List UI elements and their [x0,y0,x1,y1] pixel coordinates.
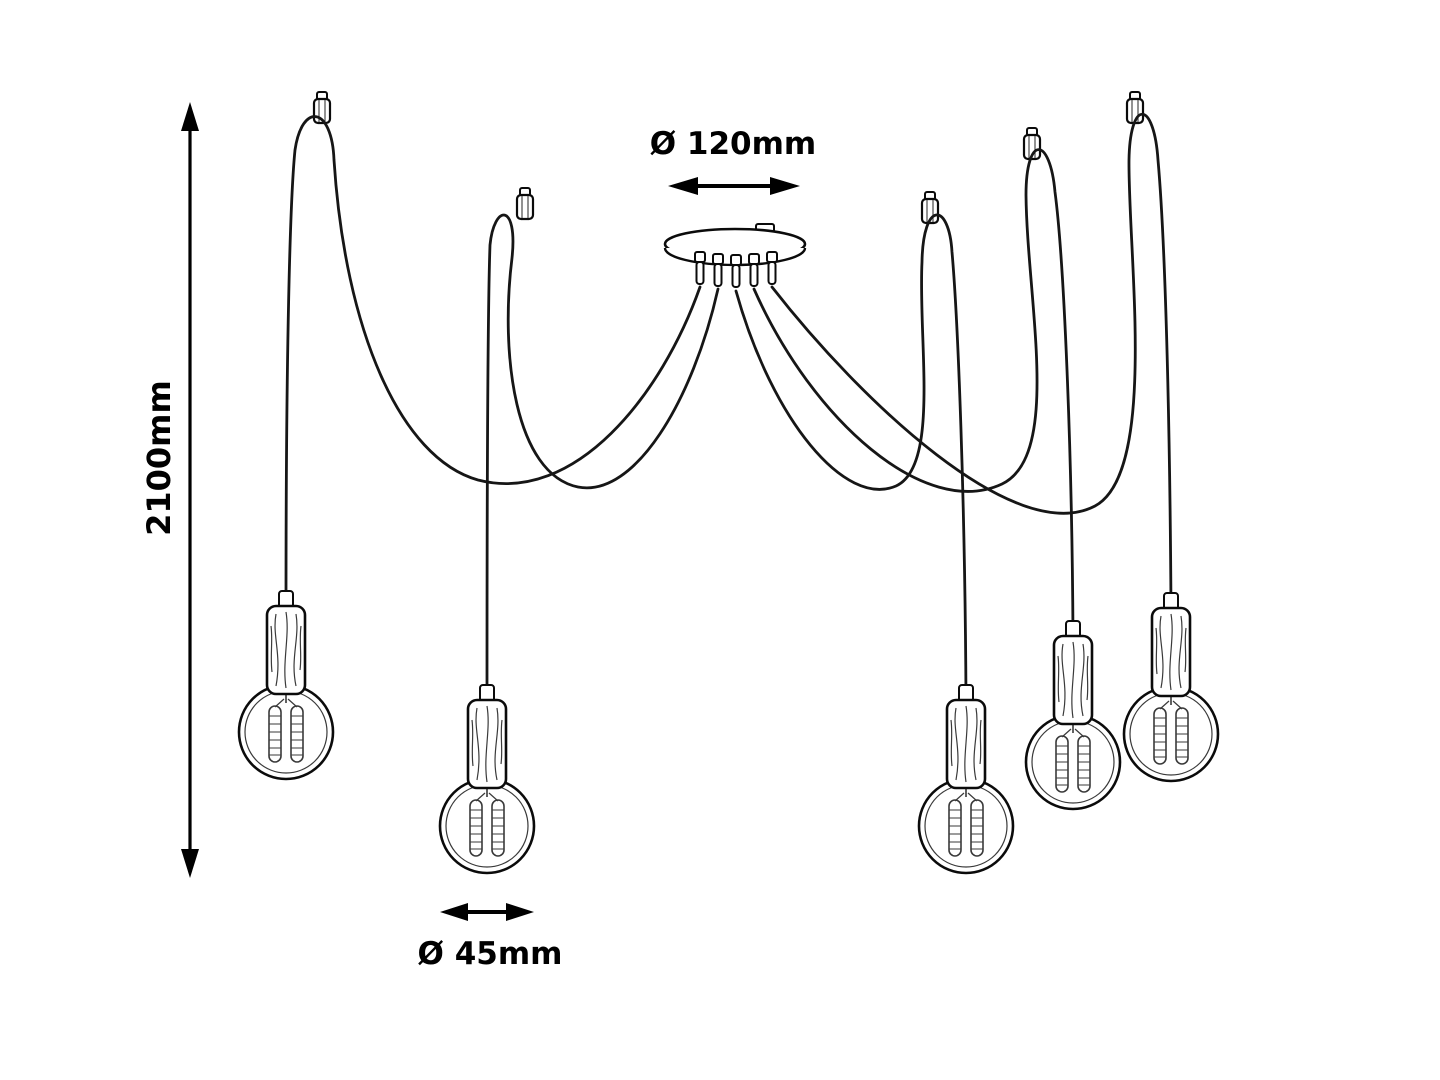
canopy-arrowhead-right [770,177,800,195]
cable-1 [284,115,702,608]
bulb-diameter-label: Ø 45mm [418,936,563,972]
height-arrowhead-top [181,102,199,131]
cable-gland [694,251,706,285]
pendant-4 [1024,619,1122,811]
height-dimension: 2100mm [140,102,199,878]
cable-3 [734,213,968,702]
cable-gland [712,253,724,287]
bulb-diameter-dimension: Ø 45mm [418,903,563,972]
height-dimension-label: 2100mm [140,380,178,536]
hook-2 [515,186,535,221]
pendant-2 [438,683,536,875]
cable-4 [752,148,1075,638]
cable-5 [770,113,1173,610]
pendant-5 [1122,591,1220,783]
bulb-arrowhead-left [440,903,468,921]
cables [284,113,1173,702]
canopy-diameter-label: Ø 120mm [650,126,816,162]
cable-gland [748,253,760,287]
cable-gland [766,251,778,285]
ceiling-canopy [663,223,807,288]
cable-gland [730,254,742,288]
height-arrowhead-bottom [181,849,199,878]
canopy-diameter-dimension: Ø 120mm [650,126,816,195]
canopy-cable-glands [694,251,778,288]
pendant-1 [237,589,335,781]
pendant-3 [917,683,1015,875]
bulb-arrowhead-right [506,903,534,921]
canopy-arrowhead-left [668,177,698,195]
pendants [237,589,1220,875]
cable-2 [485,213,720,702]
